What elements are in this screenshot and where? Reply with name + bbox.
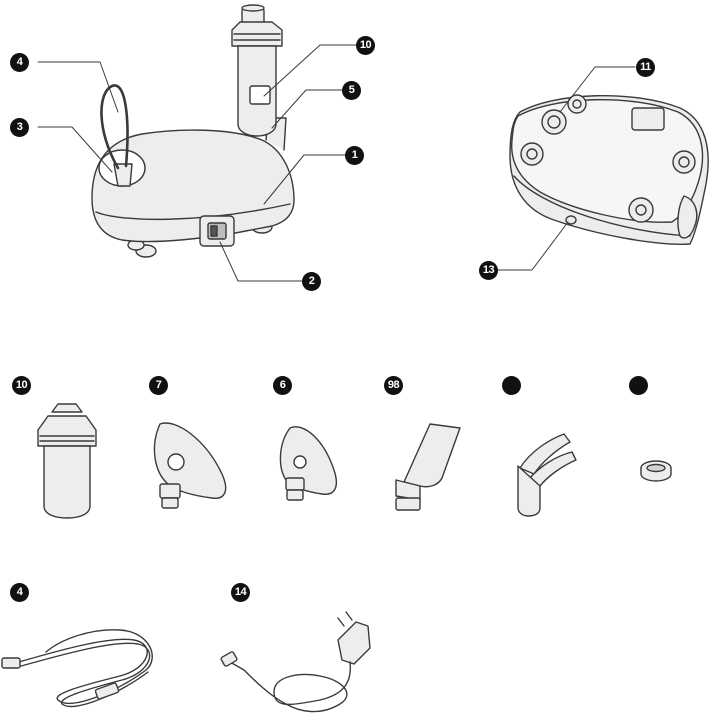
accessory-tubing	[1, 629, 153, 708]
callout-acc-nosepiece	[502, 376, 521, 395]
adapter-cord	[229, 661, 352, 713]
accessory-mouthpiece	[395, 423, 461, 511]
compressor-unit	[91, 84, 295, 258]
callout-acc-nebulizer: 10	[12, 376, 31, 395]
callout-acc-mouthpiece: 98	[384, 376, 403, 395]
nebulizer-window	[249, 85, 271, 105]
accessory-nosepiece	[517, 433, 577, 517]
leader-1	[263, 154, 346, 205]
compressor-body	[91, 129, 295, 243]
callout-11: 11	[636, 58, 655, 77]
power-switch-rocker	[210, 225, 218, 237]
callout-1: 1	[345, 146, 364, 165]
leader-2	[219, 241, 303, 282]
nebulizer-cap-ribs	[233, 33, 281, 41]
accessory-filter	[640, 460, 672, 482]
acc-nebulizer-nozzle	[51, 403, 83, 413]
adult-mask-shell	[153, 422, 227, 499]
rear-foot-right-inner	[678, 156, 690, 168]
adult-mask-connector	[159, 483, 181, 499]
compressor-rear-view	[509, 94, 709, 245]
rear-port-11-inner	[547, 115, 561, 129]
callout-acc-child-mask: 6	[273, 376, 292, 395]
callout-2: 2	[302, 272, 321, 291]
callout-3: 3	[10, 118, 29, 137]
callout-acc-adult-mask: 7	[149, 376, 168, 395]
adapter-plug	[220, 651, 238, 667]
child-mask-connector-base	[286, 489, 304, 501]
leader-4	[37, 61, 119, 113]
accessory-child-mask	[279, 426, 338, 501]
nosepiece-prong-upper	[519, 433, 571, 475]
adapter-prongs	[337, 611, 353, 627]
callout-13: 13	[479, 261, 498, 280]
leader-13	[497, 221, 569, 271]
nosepiece-stem	[517, 465, 541, 517]
mouthpiece-body	[403, 423, 461, 488]
accessory-adult-mask	[153, 422, 227, 509]
tubing-coil-2	[13, 642, 151, 708]
rear-housing-seam	[513, 175, 691, 237]
callout-4: 4	[10, 53, 29, 72]
callout-10: 10	[356, 36, 375, 55]
rear-cord-clip	[677, 195, 698, 239]
mouthpiece-connector	[395, 497, 421, 511]
callout-acc-adapter: 14	[231, 583, 250, 602]
leader-10	[263, 44, 357, 97]
adult-mask-vent	[167, 453, 185, 471]
adapter-body	[337, 621, 371, 665]
nebulizer-on-holder	[231, 4, 283, 137]
tube-loop	[100, 84, 129, 170]
accessory-nebulizer	[37, 403, 97, 519]
leader-5	[271, 89, 343, 129]
tubing-end-left	[1, 657, 21, 669]
filter-side	[640, 467, 672, 482]
rear-handle	[631, 107, 665, 131]
accessory-power-adapter	[220, 611, 371, 713]
nosepiece-prong-lower	[527, 451, 577, 487]
child-mask-connector	[285, 477, 305, 491]
tubing-coil	[11, 629, 153, 705]
rear-foot-top-inner	[572, 99, 582, 109]
rear-foot-bottom-inner	[635, 204, 647, 216]
callout-5: 5	[342, 81, 361, 100]
acc-nebulizer-cup	[43, 445, 91, 519]
leader-3	[37, 126, 113, 173]
tubing-end-right	[94, 682, 120, 700]
callout-acc-filter	[629, 376, 648, 395]
rear-foot-left-inner	[526, 148, 538, 160]
child-mask-vent	[293, 455, 307, 469]
adult-mask-connector-base	[161, 497, 179, 509]
leader-11	[559, 66, 636, 113]
leader-lines	[37, 44, 636, 282]
callout-acc-tube: 4	[10, 583, 29, 602]
nebulizer-nozzle-opening	[241, 4, 265, 12]
compressor-seam	[95, 203, 291, 221]
filter-mesh	[646, 463, 666, 473]
acc-nebulizer-cap-ribs	[39, 435, 95, 442]
acc-nebulizer-cap	[37, 415, 97, 447]
